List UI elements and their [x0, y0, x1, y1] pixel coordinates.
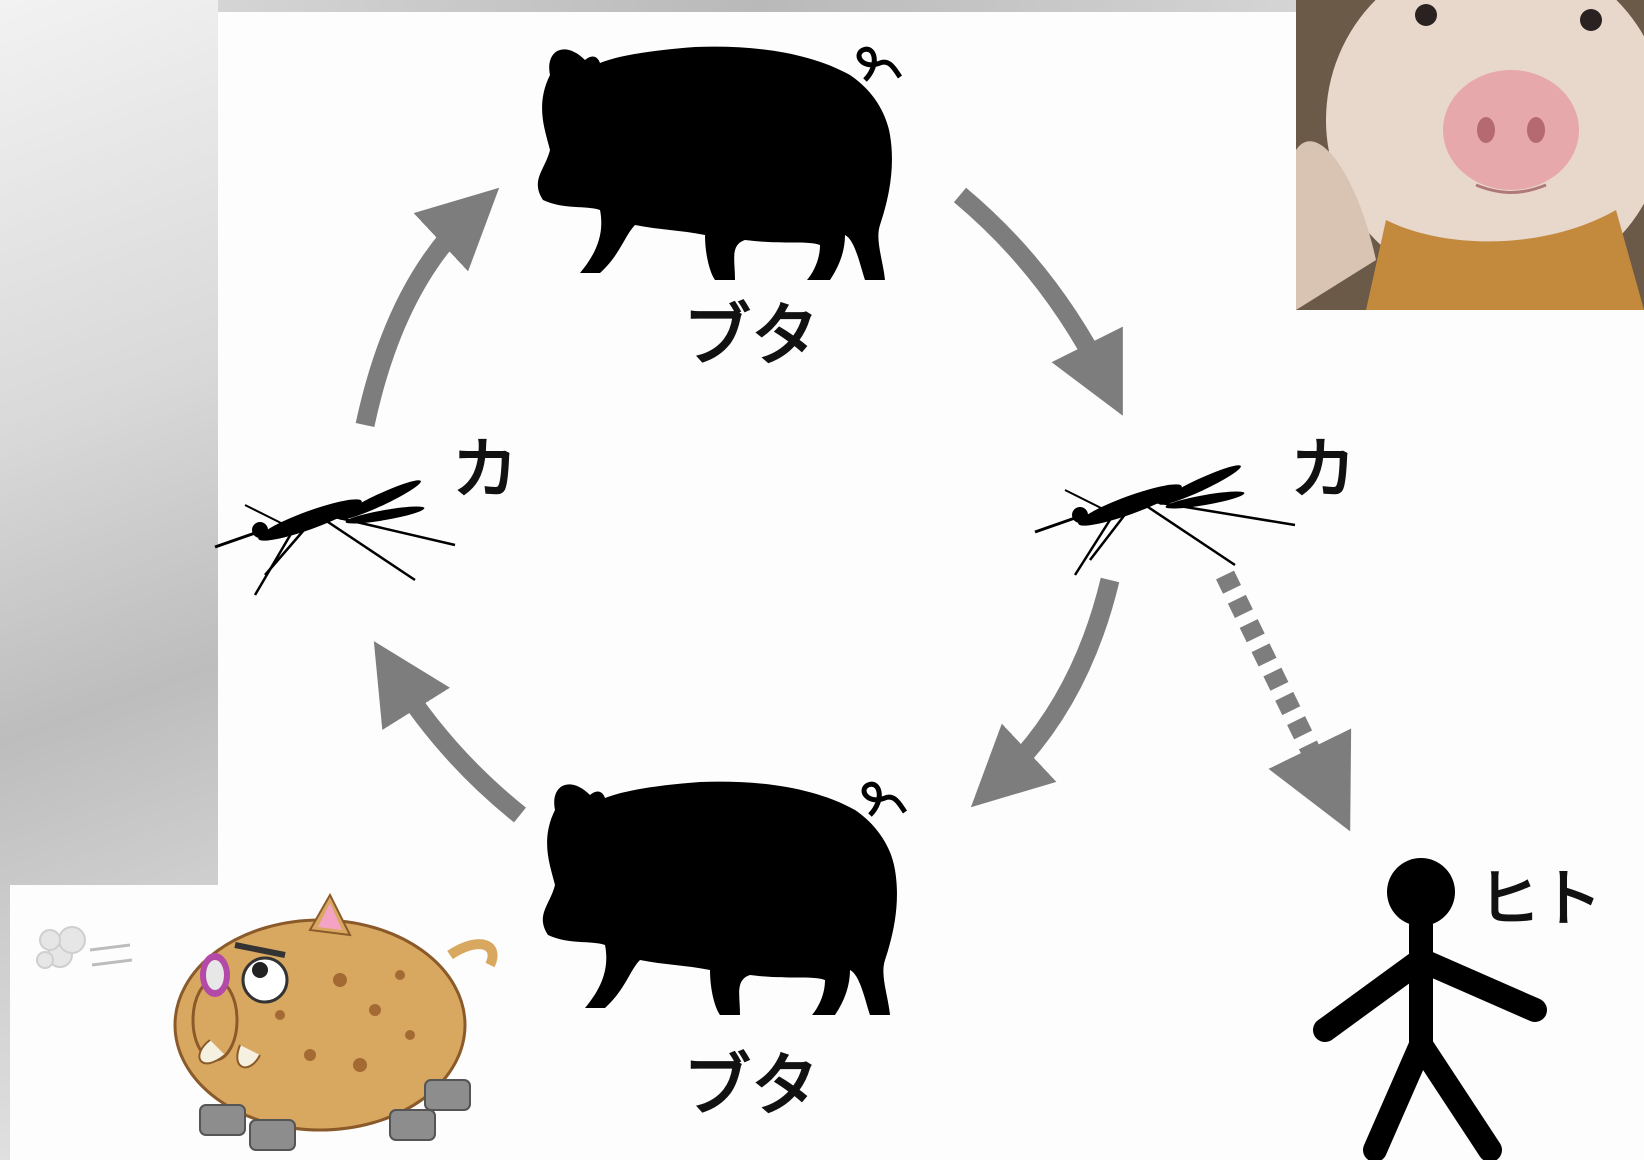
pig-top-label: ブタ: [683, 302, 819, 370]
human-label: ヒト: [1478, 868, 1602, 930]
pig-bottom-label: ブタ: [683, 1052, 819, 1120]
piglet-photo: [1296, 0, 1644, 310]
boar-cartoon-illustration: [10, 885, 520, 1160]
mosquito-right-label: カ: [1290, 436, 1356, 502]
mosquito-left-label: カ: [452, 436, 518, 502]
